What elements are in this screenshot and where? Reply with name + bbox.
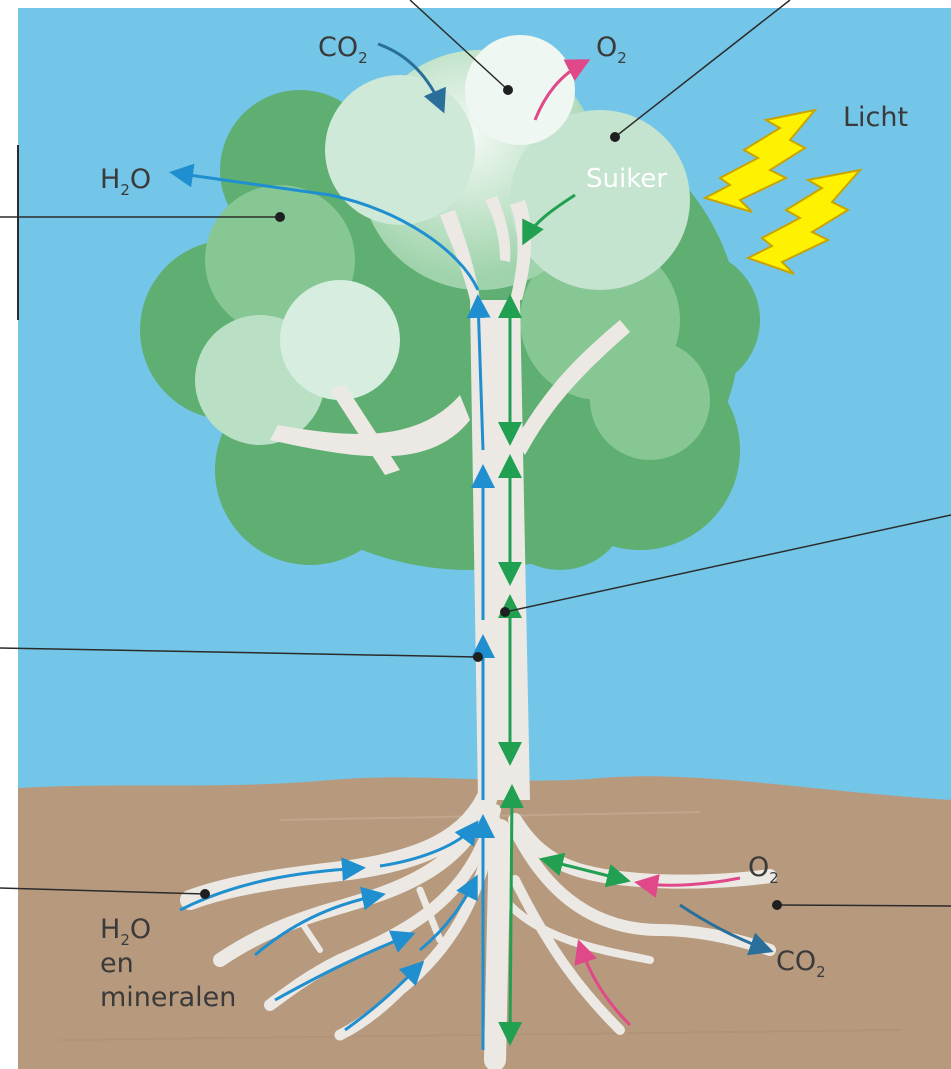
en-label: en bbox=[100, 948, 134, 979]
licht-label: Licht bbox=[843, 102, 908, 133]
suiker-label: Suiker bbox=[586, 164, 667, 194]
mineralen-label: mineralen bbox=[100, 982, 236, 1013]
